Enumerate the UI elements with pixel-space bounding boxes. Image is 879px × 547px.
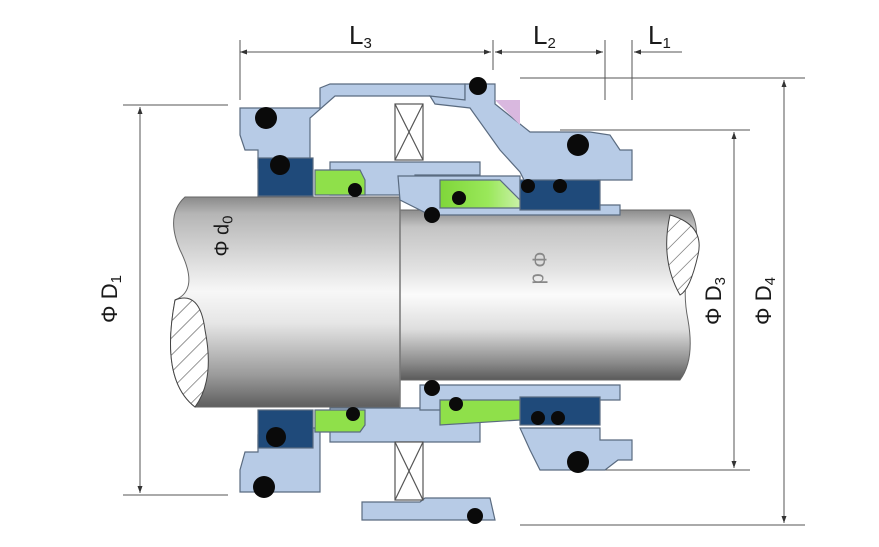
phi-symbol: Φ [700, 307, 726, 325]
phi-symbol: Φ [211, 240, 234, 257]
gland-right-upper [428, 83, 633, 193]
shaft-hatch-left [170, 297, 209, 408]
gland-left-upper [239, 83, 466, 169]
seal-upper-half [239, 83, 633, 216]
dim-subscript: 1 [662, 35, 671, 52]
dim-subscript: 4 [761, 277, 779, 286]
dim-subscript: 0 [219, 215, 237, 224]
dim-symbol: D [700, 285, 726, 302]
dim-subscript: 1 [107, 275, 125, 284]
dim-symbol: L [349, 20, 364, 50]
gland-right-lower [519, 427, 633, 471]
dim-label-d0: Φ d0 [211, 216, 237, 257]
shaft [170, 196, 700, 408]
dimension-arrows-top [240, 49, 641, 55]
dim-label-D3: Φ D3 [700, 277, 729, 325]
dim-label-d: Φ d [527, 251, 550, 285]
phi-symbol: Φ [96, 305, 122, 323]
dim-symbol: d [211, 223, 234, 235]
stationary-seat-left-upper [257, 157, 314, 197]
dim-label-D1: Φ D1 [96, 275, 125, 323]
phi-symbol: Φ [527, 251, 550, 268]
dim-subscript: 3 [711, 277, 729, 286]
dim-label-L2: L2 [533, 20, 556, 51]
orings-upper [255, 77, 589, 223]
dim-label-L3: L3 [349, 20, 372, 51]
seal-lower-half [239, 384, 633, 521]
phi-symbol: Φ [750, 307, 776, 325]
dim-symbol: L [648, 20, 663, 50]
orings-lower [253, 380, 589, 524]
shaft-hatch-right [666, 214, 700, 296]
dim-symbol: L [533, 20, 548, 50]
stationary-seat-left-lower [257, 409, 314, 449]
dim-symbol: d [527, 273, 550, 285]
gland-lower-bottom [361, 497, 496, 521]
dim-subscript: 3 [363, 35, 372, 52]
dim-symbol: D [750, 285, 776, 302]
dim-label-L1: L1 [648, 20, 671, 51]
dim-label-D4: Φ D4 [750, 277, 779, 325]
dim-symbol: D [96, 283, 122, 300]
dimension-lines-top [239, 40, 805, 100]
dim-subscript: 2 [547, 35, 556, 52]
